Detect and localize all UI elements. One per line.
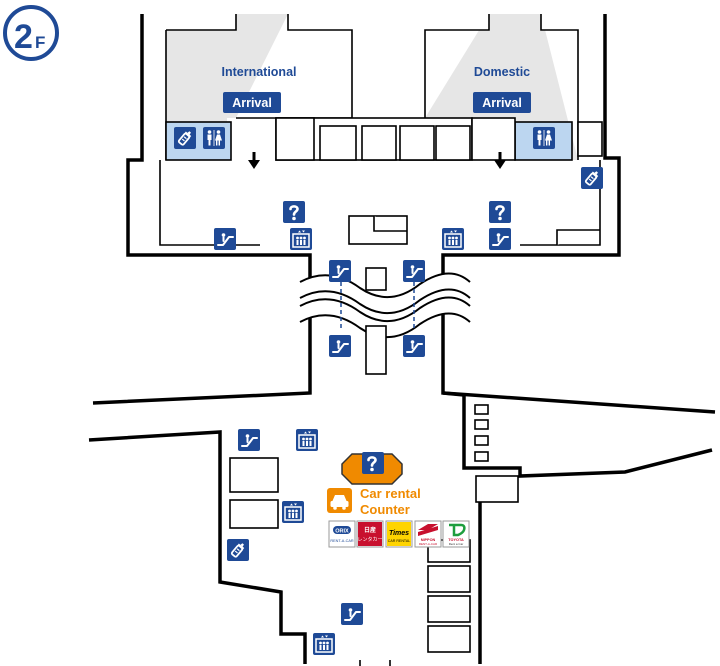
floor-number: 2: [14, 18, 33, 56]
escalator-icon-upper-right: [488, 227, 512, 251]
elevator-icon-upper-right: [441, 227, 465, 251]
car-rental-label-line2: Counter: [360, 502, 410, 517]
elevator-icon-lower-middle: [281, 500, 305, 524]
elevator-icon-lower-left: [295, 428, 319, 452]
car-rental-information-icon: [341, 452, 403, 485]
elevator-icon-lower-bottom: [312, 632, 336, 656]
car-rental-brand-toyota: TOYOTA Rent a Car: [442, 520, 470, 548]
svg-text:RENT-A-CAR: RENT-A-CAR: [419, 542, 438, 546]
escalator-icon-upper-left: [213, 227, 237, 251]
svg-text:TOYOTA: TOYOTA: [448, 538, 464, 542]
area-international-label: International: [221, 65, 296, 79]
escalator-icon-lower-left: [237, 428, 261, 452]
lower-area: [88, 391, 713, 666]
restroom-icon-domestic: [533, 127, 555, 149]
svg-text:レンタカー: レンタカー: [357, 536, 382, 543]
escalator-icon-lower-bottom: [340, 602, 364, 626]
svg-text:RENT-A-CAR: RENT-A-CAR: [330, 539, 353, 543]
domestic-arrival-badge: Arrival: [473, 92, 531, 113]
svg-text:CAR RENTAL: CAR RENTAL: [388, 539, 411, 543]
svg-text:Times: Times: [389, 530, 409, 537]
information-icon-upper-left: [281, 199, 307, 225]
svg-text:Rent a Car: Rent a Car: [449, 542, 464, 546]
baby-bottle-icon-international: [173, 126, 197, 150]
escalator-icon-corridor-lower-left: [328, 334, 352, 358]
elevator-icon-upper-left: [289, 227, 313, 251]
international-arrival-label: Arrival: [232, 96, 272, 110]
car-rental-brand-nippon: NIPPON RENT-A-CAR: [414, 520, 442, 548]
car-icon: [327, 488, 352, 513]
restroom-icon-international: [203, 127, 225, 149]
information-icon-upper-right: [487, 199, 513, 225]
car-rental-brand-times: Times CAR RENTAL: [385, 520, 413, 548]
svg-text:日産: 日産: [364, 526, 376, 534]
svg-text:NIPPON: NIPPON: [421, 538, 436, 542]
svg-text:ORIX: ORIX: [335, 529, 349, 535]
domestic-arrival-label: Arrival: [482, 96, 522, 110]
car-rental-label-line1: Car rental: [360, 486, 421, 501]
escalator-icon-corridor-upper-left: [328, 259, 352, 283]
corridor: [299, 267, 471, 375]
escalator-icon-corridor-lower-right: [402, 334, 426, 358]
floor-suffix: F: [35, 33, 45, 52]
car-rental-brand-orix: ORIX RENT-A-CAR: [328, 520, 356, 548]
baby-bottle-icon-lower: [226, 538, 250, 562]
escalator-icon-corridor-upper-right: [402, 259, 426, 283]
area-domestic-label: Domestic: [474, 65, 530, 79]
baby-bottle-icon-domestic: [580, 166, 604, 190]
international-arrival-badge: Arrival: [223, 92, 281, 113]
floor-badge: 2 F: [3, 5, 59, 61]
car-rental-brand-nissan: 日産 レンタカー: [356, 520, 384, 548]
